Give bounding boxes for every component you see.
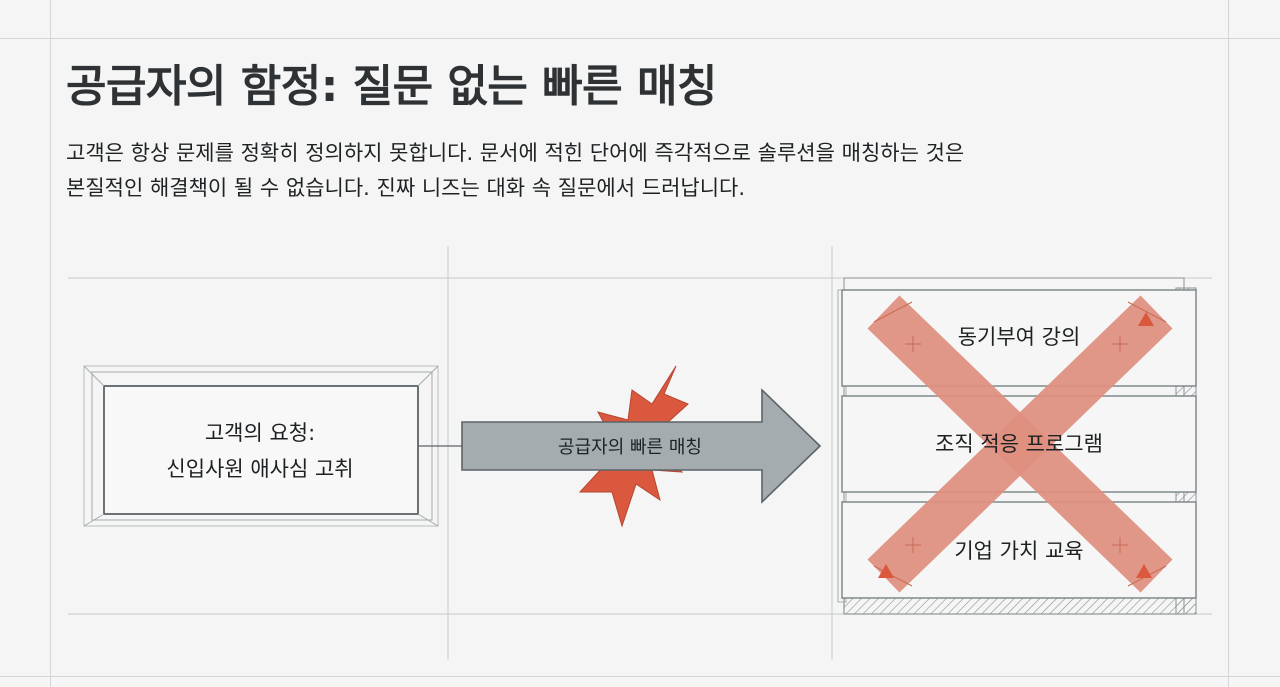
request-box	[83, 365, 439, 527]
cross-icon	[867, 295, 1173, 593]
body-paragraph: 고객은 항상 문제를 정확히 정의하지 못합니다. 문서에 적힌 단어에 즉각적…	[66, 141, 965, 200]
guide-line	[0, 38, 1280, 39]
solution-item: 조직 적응 프로그램	[935, 432, 1103, 456]
request-line-2: 신입사원 애사심 고취	[166, 457, 353, 481]
solution-item: 동기부여 강의	[958, 325, 1081, 349]
request-line-1: 고객의 요청:	[205, 421, 315, 445]
arrow-label: 공급자의 빠른 매칭	[558, 437, 702, 458]
guide-line	[50, 0, 51, 687]
matching-arrow	[461, 388, 822, 504]
solution-item: 기업 가치 교육	[954, 539, 1083, 563]
page-title: 공급자의 함정: 질문 없는 빠른 매칭	[66, 61, 717, 112]
guide-line	[1228, 0, 1229, 687]
guide-line	[0, 676, 1280, 677]
